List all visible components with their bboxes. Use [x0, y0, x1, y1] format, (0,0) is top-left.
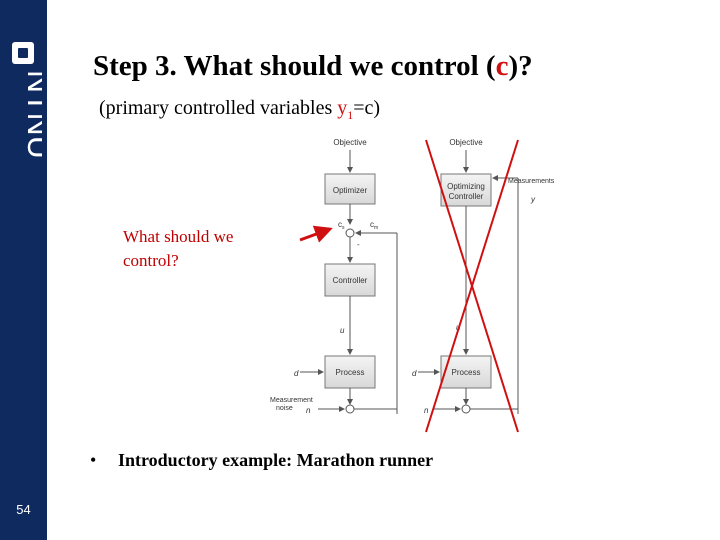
- bullet-item: •Introductory example: Marathon runner: [90, 450, 434, 470]
- red-cross-line-2: [425, 139, 519, 433]
- summing-junction: [345, 228, 355, 238]
- slide-title: Step 3. What should we control (c)?: [93, 50, 533, 82]
- n-label-right: n: [424, 406, 429, 415]
- noise-junction: [345, 404, 355, 414]
- bullet-dot: •: [90, 450, 97, 470]
- sidebar: NTNU 54: [0, 0, 47, 540]
- process-label-right: Process: [452, 368, 481, 377]
- ntnu-wordmark: NTNU: [21, 70, 42, 159]
- noise-junction-right: [461, 404, 471, 414]
- cs-label: cs: [338, 220, 345, 231]
- cm-label: cm: [370, 220, 378, 231]
- objective-label: Objective: [333, 138, 367, 147]
- d-label: d: [294, 369, 299, 378]
- y-label: y: [530, 195, 536, 204]
- page-number: 54: [16, 502, 31, 517]
- process-label: Process: [336, 368, 365, 377]
- svg-text:NTNU: NTNU: [21, 70, 42, 159]
- process-box: [324, 355, 376, 389]
- opt-ctrl-label-2: Controller: [449, 192, 484, 201]
- noise-label-2: noise: [276, 405, 293, 412]
- question-callout: What should we control?: [123, 227, 234, 270]
- slide-subtitle: (primary controlled variables y1=c): [99, 97, 381, 122]
- objective-label-right: Objective: [449, 138, 483, 147]
- controller-box: [324, 263, 376, 297]
- d-label-right: d: [412, 369, 417, 378]
- process-box-right: [440, 355, 492, 389]
- opt-ctrl-label-1: Optimizing: [447, 182, 485, 191]
- right-diagram: Objective Optimizing Controller Measurem…: [412, 138, 555, 415]
- optimizer-box: [324, 173, 376, 205]
- left-diagram: Objective Optimizer cs cm - Controller u…: [270, 138, 398, 415]
- measurements-label: Measurements: [508, 178, 555, 185]
- minus-sign: -: [357, 240, 360, 249]
- controller-label: Controller: [333, 276, 368, 285]
- red-pointer-arrow: [299, 225, 333, 243]
- noise-label-1: Measurement: [270, 397, 313, 404]
- u-label: u: [340, 326, 345, 335]
- optimizer-label: Optimizer: [333, 186, 368, 195]
- n-label: n: [306, 406, 311, 415]
- optimizing-controller-box: [440, 173, 492, 207]
- ntnu-logo-icon: [12, 42, 34, 64]
